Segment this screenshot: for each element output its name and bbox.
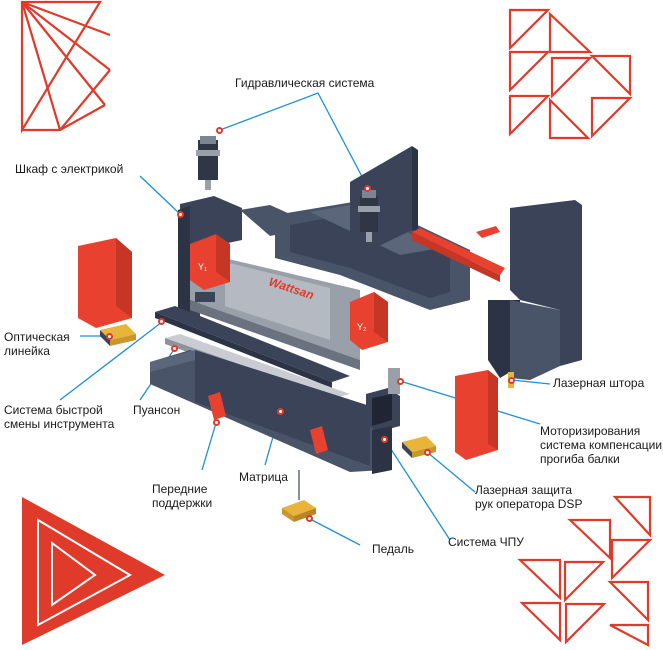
y1-label: Y₁ [198,262,207,272]
label-optical-ruler: Оптическая линейка [4,330,70,358]
front-support-right [310,426,328,454]
marker-cnc [381,436,388,443]
marker-dsp [424,449,431,456]
label-electrical-cabinet: Шкаф с электрикой [15,162,124,176]
label-quick-change-line1: Система быстрой [4,403,103,417]
right-frame-panel [488,200,582,380]
label-hydraulic-system: Гидравлическая система [235,76,375,90]
label-crowning-line1: Моторизирования [540,424,641,438]
label-dsp-protection: Лазерная защита рук оператора DSP [475,483,582,511]
label-dsp-line1: Лазерная защита [475,483,573,497]
hydraulic-cylinder-right [358,190,380,242]
crowning-unit [388,368,400,404]
marker-front-support [213,419,220,426]
label-dsp-line2: рук оператора DSP [475,497,583,511]
label-quick-change-line2: смены инструмента [4,417,115,431]
foot-pedal [282,470,316,522]
label-front-supports: Передние поддержки [152,482,212,510]
label-crowning-line2: система компенсации [540,438,663,452]
quick-change-rail [155,306,350,388]
label-front-supports-line2: поддержки [152,496,213,510]
label-quick-change: Система быстрой смены инструмента [4,403,114,431]
label-front-supports-line1: Передние [152,482,208,496]
decor-triangles-bottom-left [22,497,165,645]
marker-pedal [306,515,313,522]
y1-block [190,234,230,302]
y2-label: Y₂ [357,322,367,332]
upper-beam [275,200,470,310]
marker-hydraulic-left [216,127,223,134]
ram-beam [190,250,360,370]
light-curtain-bar [412,226,505,282]
decor-triangles-top-right [508,8,633,140]
hydraulic-cylinder-left [196,136,220,190]
decor-triangles-bottom-right [517,495,653,647]
label-optical-line1: Оптическая [4,330,70,344]
marker-quick-change [158,318,165,325]
label-cnc-system: Система ЧПУ [448,535,524,549]
label-punch: Пуансон [133,403,181,417]
marker-hydraulic-right [364,185,371,192]
label-crowning: Моторизирования система компенсации прог… [540,424,662,466]
label-optical-line2: линейка [4,344,50,358]
front-support-left [208,392,226,420]
marker-laser-curtain [508,377,515,384]
label-laser-curtain: Лазерная штора [553,376,645,390]
right-side-guard [455,370,498,460]
marker-cabinet [177,211,184,218]
marker-punch [171,345,178,352]
decor-triangles-top-left [20,0,111,134]
left-side-guard [78,238,132,328]
marker-crowning [397,378,404,385]
label-die: Матрица [239,470,288,484]
y2-block [350,292,388,350]
label-crowning-line3: прогиба балки [540,452,620,466]
label-pedal: Педаль [372,542,414,556]
marker-optical [106,333,113,340]
marker-die [277,408,284,415]
